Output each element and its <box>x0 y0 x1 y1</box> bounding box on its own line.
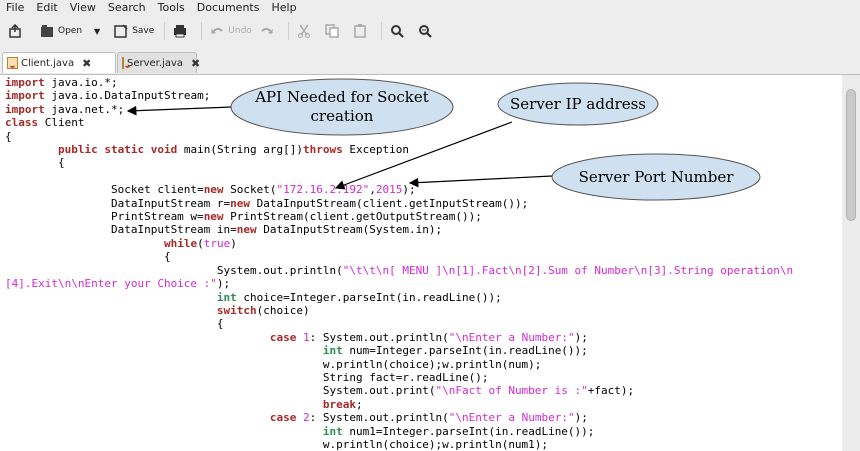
redo-button[interactable] <box>260 19 278 43</box>
cut-button[interactable] <box>297 19 315 43</box>
tab-server-java[interactable]: Server.java ✖ <box>117 52 201 73</box>
find-replace-icon <box>418 25 432 38</box>
menu-tools[interactable]: Tools <box>157 0 185 14</box>
menu-documents[interactable]: Documents <box>196 0 260 14</box>
new-document-icon <box>9 24 21 38</box>
chevron-down-icon[interactable]: ▼ <box>94 26 101 36</box>
folder-icon <box>41 25 53 37</box>
toolbar: Open ▼ Save Undo <box>0 14 860 48</box>
close-icon[interactable]: ✖ <box>82 56 92 70</box>
printer-icon <box>174 25 187 38</box>
redo-icon <box>261 27 273 34</box>
find-button[interactable] <box>390 19 408 43</box>
tab-bar: Client.java ✖ Server.java ✖ <box>0 50 860 75</box>
menu-bar: File Edit View Search Tools Documents He… <box>0 0 860 14</box>
print-button[interactable] <box>173 19 191 43</box>
menu-view[interactable]: View <box>69 0 96 14</box>
toolbar-separator <box>380 22 382 40</box>
vertical-scrollbar[interactable] <box>842 75 860 451</box>
copy-icon <box>325 24 339 38</box>
new-button[interactable] <box>8 19 26 43</box>
menu-search[interactable]: Search <box>107 0 146 14</box>
copy-button[interactable] <box>325 19 343 43</box>
paste-button[interactable] <box>353 19 371 43</box>
java-file-icon <box>7 57 18 69</box>
search-icon <box>390 25 404 38</box>
paste-icon <box>354 24 366 38</box>
source-code: import java.io.*; import java.io.DataInp… <box>5 76 794 451</box>
java-file-icon <box>122 57 130 69</box>
toolbar-separator <box>201 22 203 40</box>
code-editor[interactable]: import java.io.*; import java.io.DataInp… <box>0 75 842 451</box>
undo-icon <box>211 27 224 34</box>
close-icon[interactable]: ✖ <box>191 56 201 70</box>
menu-edit[interactable]: Edit <box>36 0 58 14</box>
toolbar-separator <box>287 22 289 40</box>
menu-file[interactable]: File <box>6 0 25 14</box>
tab-client-java[interactable]: Client.java ✖ <box>2 52 116 73</box>
undo-button[interactable]: Undo <box>210 19 252 43</box>
save-button[interactable]: Save <box>114 19 154 43</box>
open-button[interactable]: Open ▼ <box>40 19 100 43</box>
find-replace-button[interactable] <box>418 19 436 43</box>
toolbar-separator <box>164 22 166 40</box>
scrollbar-thumb[interactable] <box>846 89 856 221</box>
scissors-icon <box>297 24 310 38</box>
save-icon <box>114 24 128 38</box>
menu-help[interactable]: Help <box>271 0 297 14</box>
